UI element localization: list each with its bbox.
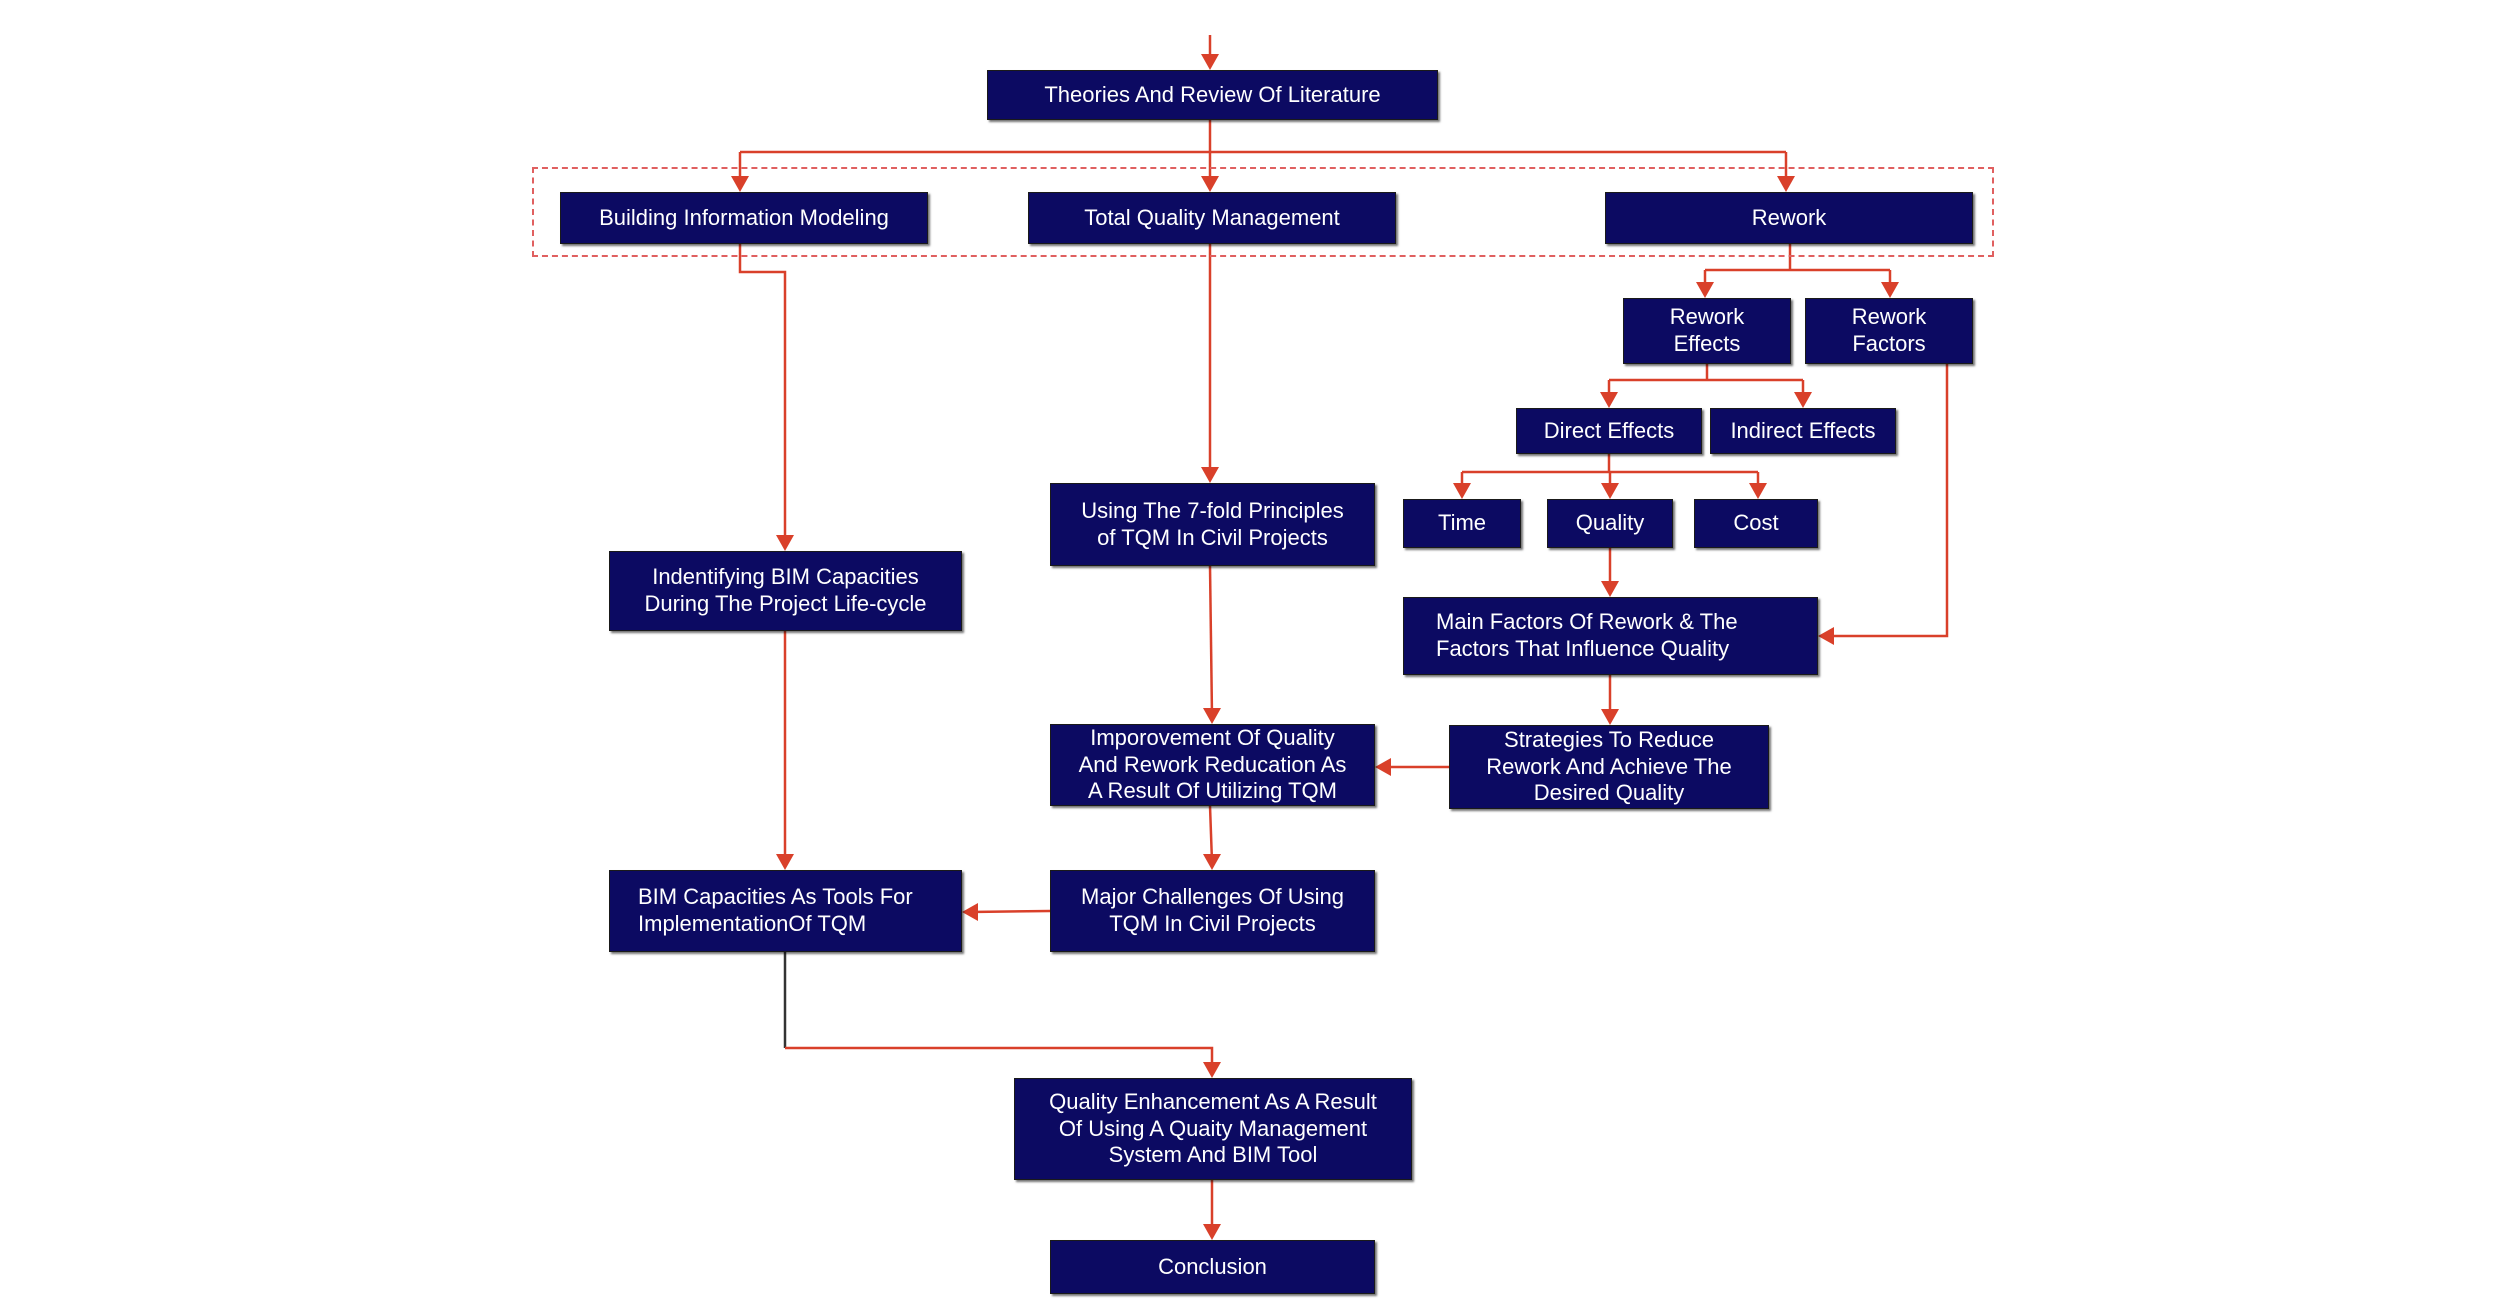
sevenfold-to-improvement-connector [1208,565,1214,717]
bimtools-arrowhead [776,854,794,870]
indirect-effects-node[interactable]: Indirect Effects [1710,408,1896,454]
bim-to-identifying-connector [738,244,787,543]
enhancement-arrowhead [1203,1062,1221,1078]
bim-node[interactable]: Building Information Modeling [560,192,928,244]
identifying-arrowhead [776,535,794,551]
bim-tools-node[interactable]: BIM Capacities As Tools For Implementati… [609,870,962,952]
effects-arrowhead [1696,282,1714,298]
strategies-arrowhead [1601,709,1619,725]
quality-improvement-node[interactable]: Imporovement Of Quality And Rework Reduc… [1050,724,1375,806]
factors-arrowhead [1881,282,1899,298]
major-challenges-node[interactable]: Major Challenges Of Using TQM In Civil P… [1050,870,1375,952]
rework-arrowhead [1777,176,1795,192]
entry-arrowhead [1201,54,1219,70]
tqm-arrowhead [1201,176,1219,192]
strategies-node[interactable]: Strategies To Reduce Rework And Achieve … [1449,725,1769,809]
primary-topics-group [532,167,1994,257]
improvement-side-arrowhead [1375,758,1391,776]
indirect-arrowhead [1794,392,1812,408]
identifying-bim-capacities-node[interactable]: Indentifying BIM Capacities During The P… [609,551,962,631]
sevenfold-arrowhead [1201,467,1219,483]
cost-node[interactable]: Cost [1694,499,1818,548]
bim-arrowhead [731,176,749,192]
direct-arrowhead [1600,392,1618,408]
quality-enhancement-node[interactable]: Quality Enhancement As A Result Of Using… [1014,1078,1412,1180]
bimtools-to-enhancement-connector [785,1046,1214,1070]
time-arrowhead [1453,483,1471,499]
bimtools-side-arrowhead [962,903,978,921]
direct-effects-node[interactable]: Direct Effects [1516,408,1702,454]
rework-factors-node[interactable]: Rework Factors [1805,298,1973,364]
challenges-arrowhead [1203,854,1221,870]
time-node[interactable]: Time [1403,499,1521,548]
rework-node[interactable]: Rework [1605,192,1973,244]
quality-node[interactable]: Quality [1547,499,1673,548]
seven-fold-principles-node[interactable]: Using The 7-fold Principles of TQM In Ci… [1050,483,1375,566]
rework-effects-node[interactable]: Rework Effects [1623,298,1791,364]
quality-arrowhead [1601,483,1619,499]
tqm-node[interactable]: Total Quality Management [1028,192,1396,244]
improvement-arrowhead [1203,708,1221,724]
cost-arrowhead [1749,483,1767,499]
conclusion-arrowhead [1203,1224,1221,1240]
challenges-to-bimtools-connector [969,909,1051,914]
factors-main-arrowhead [1818,627,1834,645]
conclusion-node[interactable]: Conclusion [1050,1240,1375,1294]
improvement-to-challenges-connector [1208,805,1214,863]
main-factors-node[interactable]: Main Factors Of Rework & The Factors Tha… [1403,597,1818,675]
theories-node[interactable]: Theories And Review Of Literature [987,70,1438,120]
factors-to-main-connector [1826,364,1949,638]
main-factors-arrowhead [1601,581,1619,597]
